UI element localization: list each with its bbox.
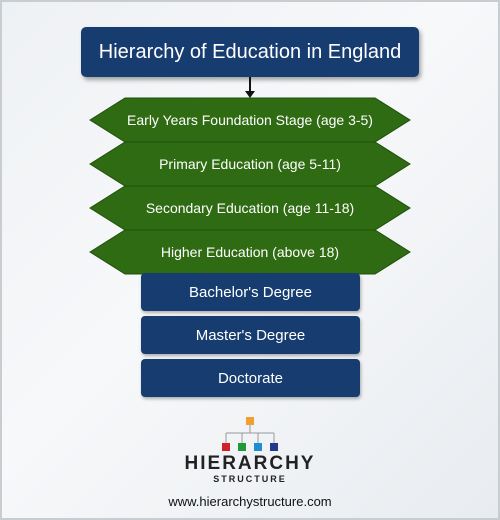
degree-box-bachelors: Bachelor's Degree xyxy=(141,273,360,311)
arrow-connector xyxy=(249,77,251,93)
stage-shapes xyxy=(89,97,411,275)
stage-label-secondary: Secondary Education (age 11-18) xyxy=(145,200,355,216)
logo-wordmark: HIERARCHY xyxy=(184,453,316,474)
degree-box-doctorate: Doctorate xyxy=(141,359,360,397)
website-url: www.hierarchystructure.com xyxy=(168,494,332,509)
degree-box-masters: Master's Degree xyxy=(141,316,360,354)
stage-hexagon-higher xyxy=(89,229,411,275)
org-chart-logo-icon xyxy=(222,417,278,451)
stage-label-higher: Higher Education (above 18) xyxy=(160,244,340,260)
logo-subtitle: STRUCTURE xyxy=(213,474,287,484)
stage-label-early-years: Early Years Foundation Stage (age 3-5) xyxy=(127,112,373,128)
diagram-title: Hierarchy of Education in England xyxy=(81,27,419,77)
arrow-down-icon xyxy=(245,91,255,98)
stage-label-primary: Primary Education (age 5-11) xyxy=(159,156,341,172)
